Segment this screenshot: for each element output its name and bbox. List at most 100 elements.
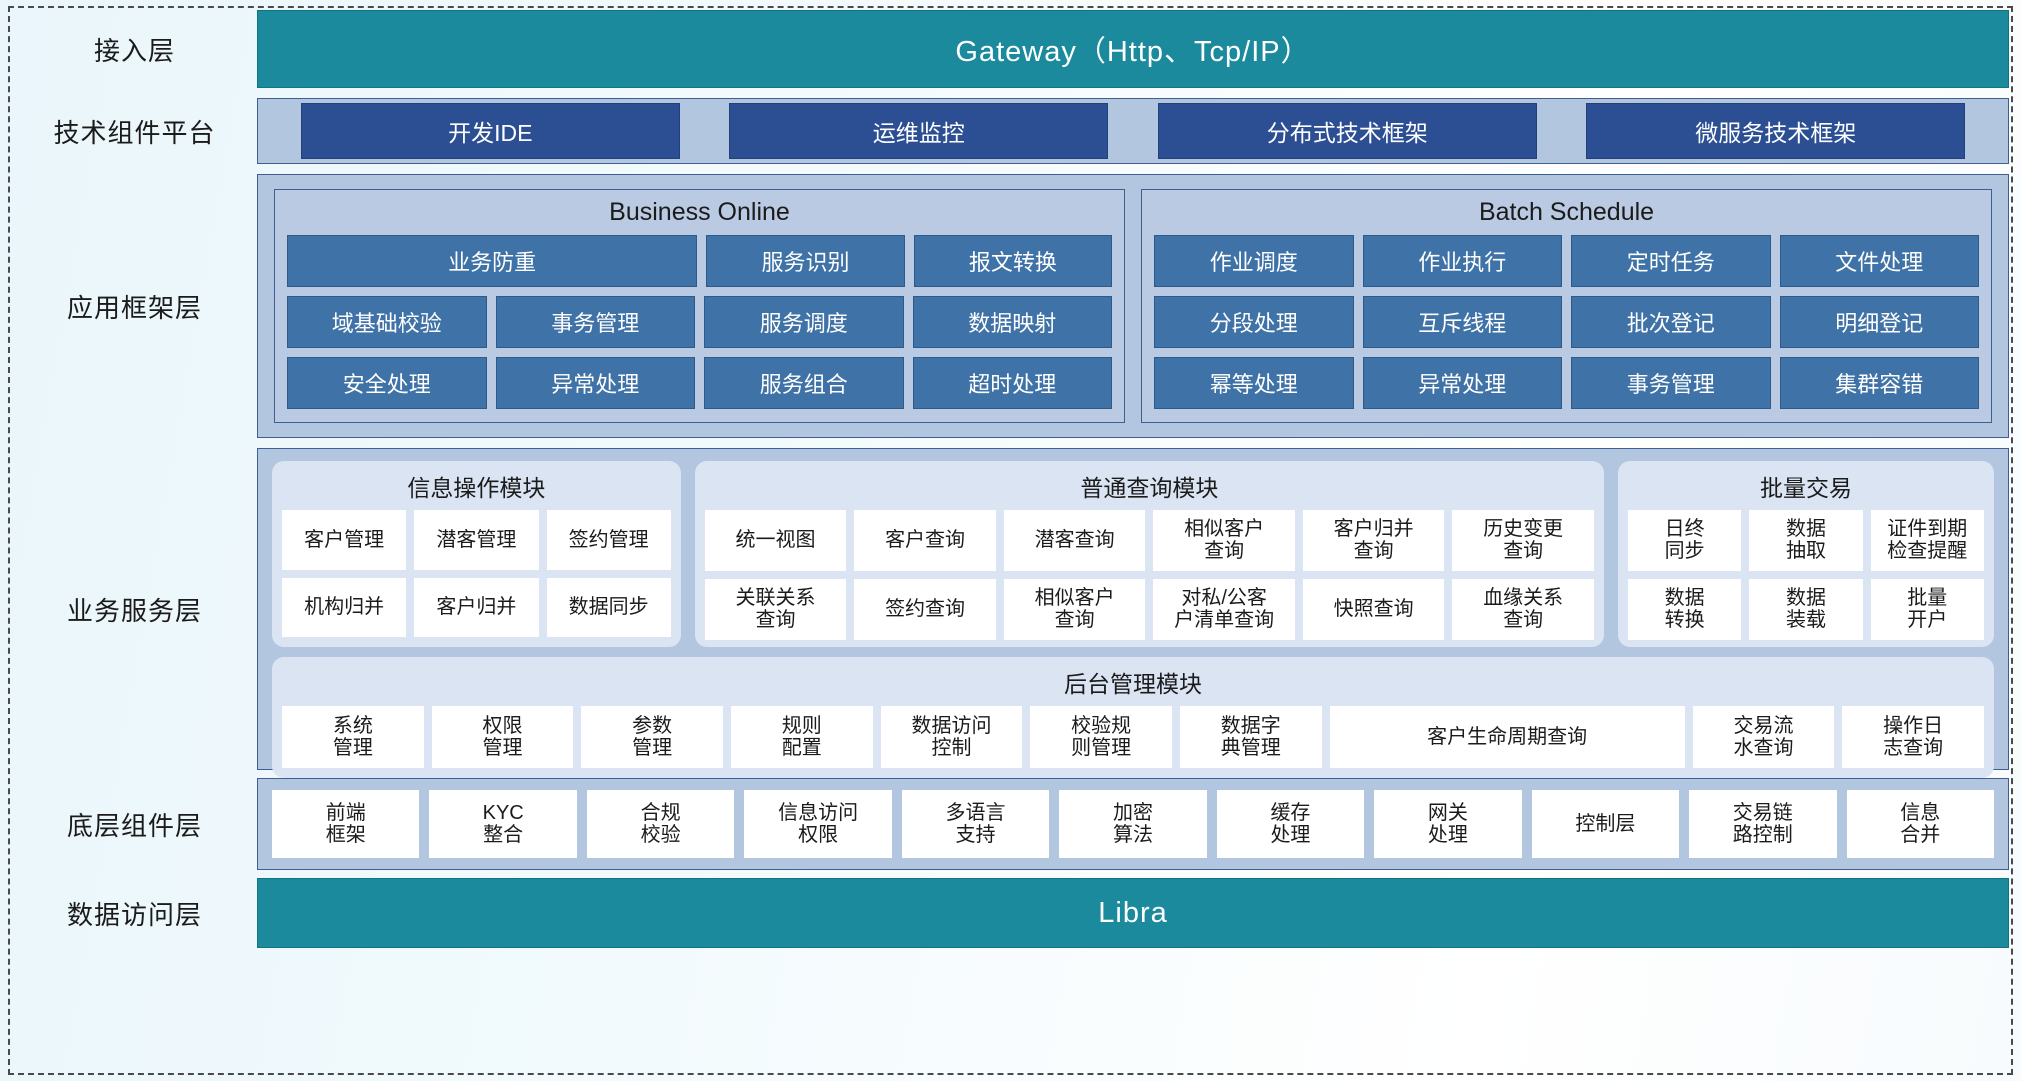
app-chip-cscl[interactable]: 超时处理 <box>912 357 1112 409</box>
biz-chip-csgl[interactable]: 参数管理 <box>581 706 723 768</box>
comp-chip-multilanguage-support[interactable]: 多语言支持 <box>901 790 1050 858</box>
biz-chip-khgb[interactable]: 客户归并 <box>414 577 539 637</box>
biz-row: 统一视图 客户查询 潜客查询 相似客户查询 客户归并查询 历史变更查询 <box>704 510 1594 571</box>
app-chip-pcdj[interactable]: 批次登记 <box>1571 296 1771 348</box>
biz-card-info-ops: 信息操作模块 客户管理 潜客管理 签约管理 机构归并 客户归并 <box>272 461 681 647</box>
biz-chip-gzpz[interactable]: 规则配置 <box>730 706 873 768</box>
app-row: 域基础校验 事务管理 服务调度 数据映射 <box>287 296 1112 348</box>
biz-chip-sjzd-gl[interactable]: 数据字典管理 <box>1179 706 1322 768</box>
app-chip-hcxc[interactable]: 互斥线程 <box>1362 296 1562 348</box>
comp-chip-compliance-check[interactable]: 合规校验 <box>586 790 735 858</box>
app-chip-fwsb[interactable]: 服务识别 <box>706 235 905 287</box>
app-chip-swgl-batch[interactable]: 事务管理 <box>1571 357 1771 409</box>
biz-chip-qkgl[interactable]: 潜客管理 <box>414 510 539 570</box>
biz-chip-dsgk-qd-cx[interactable]: 对私/公客户清单查询 <box>1153 578 1295 640</box>
layer-data-access: 数据访问层 Libra <box>12 878 2009 948</box>
comp-chip-control-layer[interactable]: 控制层 <box>1531 790 1680 858</box>
app-group-title-business-online: Business Online <box>609 198 790 226</box>
app-chip-aqcl[interactable]: 安全处理 <box>287 357 487 409</box>
app-chip-ywfz[interactable]: 业务防重 <box>287 235 698 287</box>
app-chip-fwzh[interactable]: 服务组合 <box>704 357 904 409</box>
biz-chip-xskh-cx2[interactable]: 相似客户查询 <box>1003 578 1146 640</box>
layer-access: 接入层 Gateway（Http、Tcp/IP） <box>12 10 2009 88</box>
comp-chip-transaction-chain-control[interactable]: 交易链路控制 <box>1689 790 1837 858</box>
app-chip-yccl[interactable]: 异常处理 <box>495 357 695 409</box>
comp-chip-info-merge[interactable]: 信息合并 <box>1846 790 1994 858</box>
biz-chip-jygz-gl[interactable]: 校验规则管理 <box>1030 706 1172 768</box>
app-row: 幂等处理 异常处理 事务管理 集群容错 <box>1154 357 1979 409</box>
app-chip-zydd[interactable]: 作业调度 <box>1154 235 1354 287</box>
app-chip-mxdj[interactable]: 明细登记 <box>1779 296 1979 348</box>
biz-chip-xskh-cx[interactable]: 相似客户查询 <box>1153 510 1295 571</box>
layer-body-app-framework: Business Online 业务防重 服务识别 报文转换 域基础校验 事务管… <box>257 174 2009 438</box>
biz-chip-zjdq-jctx[interactable]: 证件到期检查提醒 <box>1870 510 1984 571</box>
comp-chip-gateway-processing[interactable]: 网关处理 <box>1374 790 1522 858</box>
biz-chip-khgb-cx[interactable]: 客户归并查询 <box>1302 510 1445 571</box>
app-chip-fdcl[interactable]: 分段处理 <box>1154 296 1354 348</box>
layer-label-business-service: 业务服务层 <box>66 595 202 626</box>
biz-chip-qkcx[interactable]: 潜客查询 <box>1003 510 1146 571</box>
tech-chip-ops-monitor[interactable]: 运维监控 <box>729 103 1109 159</box>
app-chip-zyzx[interactable]: 作业执行 <box>1362 235 1562 287</box>
biz-chip-czrz-cx[interactable]: 操作日志查询 <box>1842 706 1984 768</box>
comp-chip-info-access-permission[interactable]: 信息访问权限 <box>744 790 892 858</box>
app-chip-mdcl[interactable]: 幂等处理 <box>1154 357 1354 409</box>
biz-chip-kzcx[interactable]: 快照查询 <box>1302 578 1445 640</box>
app-chip-wjcl[interactable]: 文件处理 <box>1779 235 1979 287</box>
biz-chip-qygl[interactable]: 签约管理 <box>546 510 671 570</box>
biz-chip-qxgl[interactable]: 权限管理 <box>431 706 574 768</box>
app-group-rows-business-online: 业务防重 服务识别 报文转换 域基础校验 事务管理 服务调度 数据映射 <box>287 235 1113 409</box>
comp-chip-cache-processing[interactable]: 缓存处理 <box>1216 790 1365 858</box>
biz-chip-tysg[interactable]: 统一视图 <box>704 510 847 571</box>
biz-chip-lsbg-cx[interactable]: 历史变更查询 <box>1452 510 1594 571</box>
biz-row: 机构归并 客户归并 数据同步 <box>282 577 671 637</box>
biz-chip-khcx[interactable]: 客户查询 <box>854 510 996 571</box>
biz-chip-xtgl[interactable]: 系统管理 <box>282 706 424 768</box>
biz-chip-glgx-cx[interactable]: 关联关系查询 <box>704 578 847 640</box>
app-row: 分段处理 互斥线程 批次登记 明细登记 <box>1154 296 1979 348</box>
tech-chip-microservice-framework[interactable]: 微服务技术框架 <box>1586 103 1966 159</box>
app-chip-yjcjy[interactable]: 域基础校验 <box>287 296 487 348</box>
tech-chip-ide[interactable]: 开发IDE <box>300 103 680 159</box>
tech-chip-distributed-framework[interactable]: 分布式技术框架 <box>1157 103 1537 159</box>
app-chip-dsrw[interactable]: 定时任务 <box>1571 235 1771 287</box>
app-chip-jqrc[interactable]: 集群容错 <box>1779 357 1979 409</box>
biz-card-title-admin-module: 后台管理模块 <box>1064 671 1202 697</box>
layer-app-framework: 应用框架层 Business Online 业务防重 服务识别 报文转换 <box>12 174 2009 438</box>
layer-body-access: Gateway（Http、Tcp/IP） <box>257 10 2009 88</box>
biz-chip-khsm-zqcx[interactable]: 客户生命周期查询 <box>1329 706 1685 768</box>
biz-chip-sjtb[interactable]: 数据同步 <box>546 577 671 637</box>
biz-card-rows-info-ops: 客户管理 潜客管理 签约管理 机构归并 客户归并 数据同步 <box>282 510 671 637</box>
biz-chip-qycx[interactable]: 签约查询 <box>854 578 996 640</box>
biz-chip-rztb[interactable]: 日终同步 <box>1627 510 1742 571</box>
app-chip-bwzh[interactable]: 报文转换 <box>913 235 1113 287</box>
biz-chip-khgl[interactable]: 客户管理 <box>282 510 407 570</box>
biz-chip-plkh[interactable]: 批量开户 <box>1870 578 1984 640</box>
biz-row: 日终同步 数据抽取 证件到期检查提醒 <box>1627 510 1984 571</box>
biz-chip-jggb[interactable]: 机构归并 <box>282 577 407 637</box>
biz-chip-sjfw-kz[interactable]: 数据访问控制 <box>880 706 1023 768</box>
comp-chip-encryption-algorithm[interactable]: 加密算法 <box>1059 790 1207 858</box>
app-chip-yccl-batch[interactable]: 异常处理 <box>1362 357 1562 409</box>
biz-chip-sjzh[interactable]: 数据转换 <box>1627 578 1742 640</box>
biz-card-title-common-query: 普通查询模块 <box>1080 475 1219 501</box>
app-chip-sjys[interactable]: 数据映射 <box>912 296 1112 348</box>
biz-chip-xygx-cx[interactable]: 血缘关系查询 <box>1452 578 1594 640</box>
layer-label-base-component: 底层组件层 <box>66 810 202 841</box>
business-service-cards: 信息操作模块 客户管理 潜客管理 签约管理 机构归并 客户归并 <box>272 461 1994 647</box>
app-group-title-batch-schedule: Batch Schedule <box>1478 198 1655 226</box>
biz-chip-sjzz[interactable]: 数据装载 <box>1749 578 1863 640</box>
layer-tech-platform: 技术组件平台 开发IDE 运维监控 分布式技术框架 微服务技术框架 <box>12 98 2009 164</box>
biz-chip-sjcq[interactable]: 数据抽取 <box>1749 510 1863 571</box>
app-chip-swgl[interactable]: 事务管理 <box>495 296 695 348</box>
biz-chip-jyls-cx[interactable]: 交易流水查询 <box>1692 706 1835 768</box>
comp-chip-frontend-framework[interactable]: 前端框架 <box>272 790 420 858</box>
layer-label-app-framework: 应用框架层 <box>66 292 202 323</box>
business-service-panel: 信息操作模块 客户管理 潜客管理 签约管理 机构归并 客户归并 <box>257 448 2009 778</box>
app-chip-fwdd[interactable]: 服务调度 <box>704 296 904 348</box>
layer-label-access: 接入层 <box>93 35 175 66</box>
layer-body-business-service: 信息操作模块 客户管理 潜客管理 签约管理 机构归并 客户归并 <box>257 448 2009 778</box>
